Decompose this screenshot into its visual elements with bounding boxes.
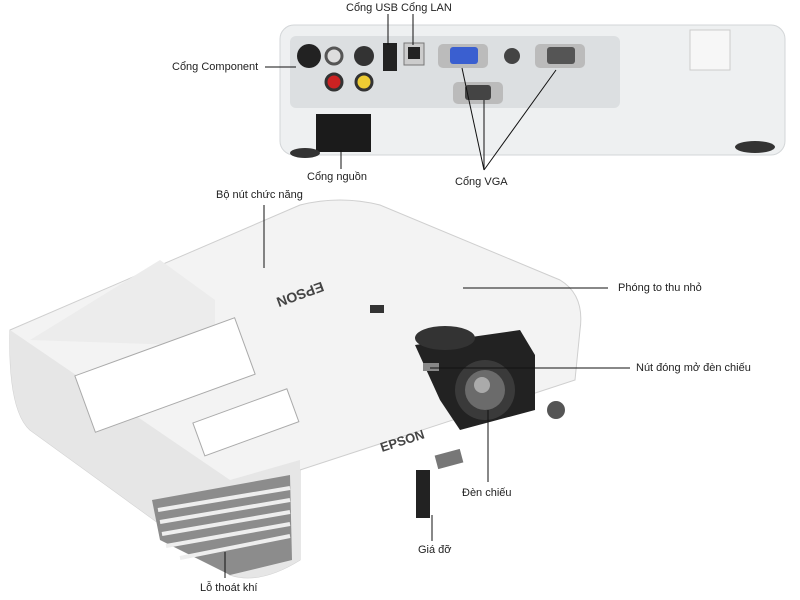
label-air-vent: Lỗ thoát khí — [200, 582, 258, 594]
label-lens: Đèn chiếu — [462, 487, 512, 499]
label-function-buttons: Bộ nút chức năng — [216, 189, 303, 201]
component-port-icon — [297, 44, 321, 68]
label-power-port: Cổng nguồn — [307, 171, 367, 183]
leader-lines — [224, 14, 630, 578]
projector-rear-view — [279, 24, 786, 158]
vga-port-icon — [450, 47, 478, 64]
label-stand: Giá đỡ — [418, 544, 452, 556]
label-component-port: Cổng Component — [172, 61, 259, 73]
projector-front-view: EPSON EPSON — [9, 199, 582, 579]
stand-foot — [416, 470, 430, 518]
label-zoom-ring: Phóng to thu nhỏ — [618, 282, 702, 294]
label-vga-port: Cổng VGA — [455, 176, 508, 188]
usb-port-icon — [383, 43, 397, 71]
label-usb-lan-ports: Cổng USB Cổng LAN — [346, 2, 452, 14]
lan-port-icon — [408, 47, 420, 59]
label-lens-shutter: Nút đóng mở đèn chiếu — [636, 362, 751, 374]
power-port-icon — [316, 114, 371, 152]
